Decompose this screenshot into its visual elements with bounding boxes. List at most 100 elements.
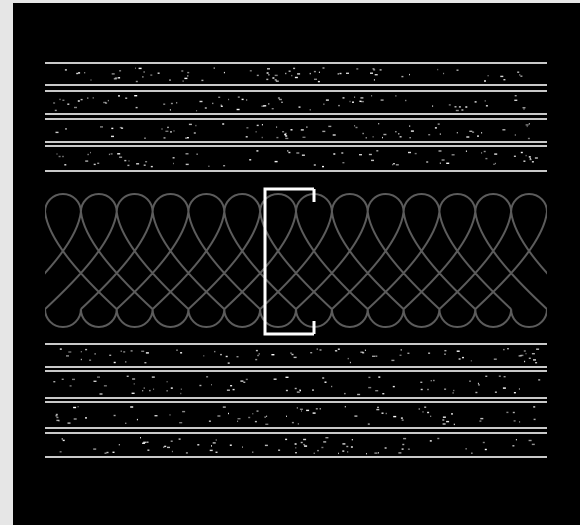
aggregate-speckle (451, 413, 453, 414)
aggregate-speckle (301, 410, 302, 411)
aggregate-speckle (523, 107, 526, 108)
aggregate-speckle (237, 109, 240, 110)
aggregate-speckle (70, 385, 72, 386)
aggregate-speckle (246, 99, 247, 100)
aggregate-speckle (320, 408, 321, 409)
aggregate-speckle (180, 393, 181, 394)
aggregate-speckle (443, 417, 446, 418)
aggregate-speckle (391, 360, 394, 361)
aggregate-speckle (333, 153, 335, 154)
aggregate-speckle (65, 128, 67, 129)
aggregate-speckle (317, 348, 318, 349)
aggregate-speckle (274, 379, 277, 380)
aggregate-speckle (471, 360, 472, 361)
aggregate-speckle (421, 389, 423, 390)
aggregate-speckle (428, 134, 430, 135)
aggregate-speckle (512, 445, 514, 446)
aggregate-speckle (360, 97, 363, 98)
aggregate-speckle (520, 76, 522, 77)
aggregate-speckle (291, 352, 292, 353)
aggregate-speckle (187, 75, 188, 76)
aggregate-speckle (144, 71, 145, 72)
aggregate-speckle (375, 390, 378, 391)
aggregate-speckle (143, 442, 146, 443)
aggregate-speckle (488, 75, 489, 76)
aggregate-speckle (503, 79, 505, 80)
aggregate-speckle (475, 101, 477, 102)
aggregate-speckle (136, 163, 139, 164)
aggregate-speckle (257, 410, 259, 411)
aggregate-speckle (372, 356, 375, 357)
aggregate-speckle (398, 452, 401, 453)
aggregate-speckle (373, 69, 375, 70)
aggregate-speckle (226, 356, 228, 357)
aggregate-speckle (346, 446, 348, 447)
aggregate-speckle (278, 97, 280, 98)
aggregate-speckle (170, 131, 172, 132)
aggregate-speckle (338, 453, 339, 454)
aggregate-speckle (515, 134, 516, 135)
aggregate-speckle (162, 128, 163, 129)
aggregate-speckle (85, 417, 87, 418)
aggregate-speckle (314, 453, 315, 454)
aggregate-speckle (538, 379, 540, 380)
aggregate-speckle (403, 438, 406, 439)
aggregate-speckle (187, 137, 189, 138)
aggregate-speckle (449, 104, 451, 105)
aggregate-speckle (470, 381, 471, 382)
aggregate-speckle (304, 445, 307, 446)
aggregate-speckle (435, 127, 437, 128)
aggregate-speckle (275, 79, 277, 80)
aggregate-speckle (401, 76, 403, 77)
aggregate-speckle (288, 152, 290, 153)
aggregate-speckle (197, 154, 198, 155)
aggregate-speckle (485, 158, 487, 159)
aggregate-speckle (526, 124, 529, 125)
aggregate-speckle (502, 129, 505, 130)
aggregate-speckle (276, 137, 278, 138)
aggregate-speckle (423, 411, 424, 412)
aggregate-speckle (398, 133, 399, 134)
aggregate-speckle (267, 68, 270, 69)
aggregate-speckle (115, 77, 118, 78)
aggregate-speckle (227, 390, 230, 391)
aggregate-speckle (144, 165, 146, 166)
aggregate-speckle (124, 160, 126, 161)
aggregate-speckle (108, 100, 109, 101)
aggregate-speckle (335, 350, 337, 351)
aggregate-speckle (325, 382, 327, 383)
aggregate-speckle (119, 444, 120, 445)
aggregate-speckle (68, 422, 71, 423)
aggregate-speckle (200, 101, 203, 102)
aggregate-speckle (291, 129, 293, 130)
aggregate-speckle (64, 164, 66, 165)
aggregate-speckle (484, 151, 486, 152)
aggregate-speckle (94, 164, 96, 165)
aggregate-speckle (256, 150, 258, 151)
aggregate-speckle (331, 386, 332, 387)
aggregate-speckle (443, 73, 444, 74)
aggregate-speckle (354, 97, 355, 98)
aggregate-speckle (129, 160, 130, 161)
aggregate-speckle (437, 69, 438, 70)
aggregate-speckle (289, 71, 291, 72)
aggregate-speckle (60, 99, 61, 100)
aggregate-speckle (431, 380, 432, 381)
aggregate-speckle (186, 153, 189, 154)
aggregate-speckle (172, 451, 173, 452)
aggregate-speckle (444, 350, 446, 351)
aggregate-speckle (134, 383, 135, 384)
aggregate-speckle (119, 157, 122, 158)
aggregate-speckle (357, 394, 360, 395)
aggregate-speckle (76, 73, 78, 74)
aggregate-speckle (409, 125, 410, 126)
aggregate-speckle (466, 136, 469, 137)
aggregate-speckle (249, 159, 251, 160)
aggregate-speckle (147, 450, 149, 451)
aggregate-speckle (350, 362, 351, 363)
aggregate-speckle (125, 423, 126, 424)
aggregate-speckle (485, 376, 487, 377)
aggregate-speckle (536, 349, 539, 350)
aggregate-speckle (323, 104, 324, 105)
aggregate-speckle (56, 414, 58, 415)
